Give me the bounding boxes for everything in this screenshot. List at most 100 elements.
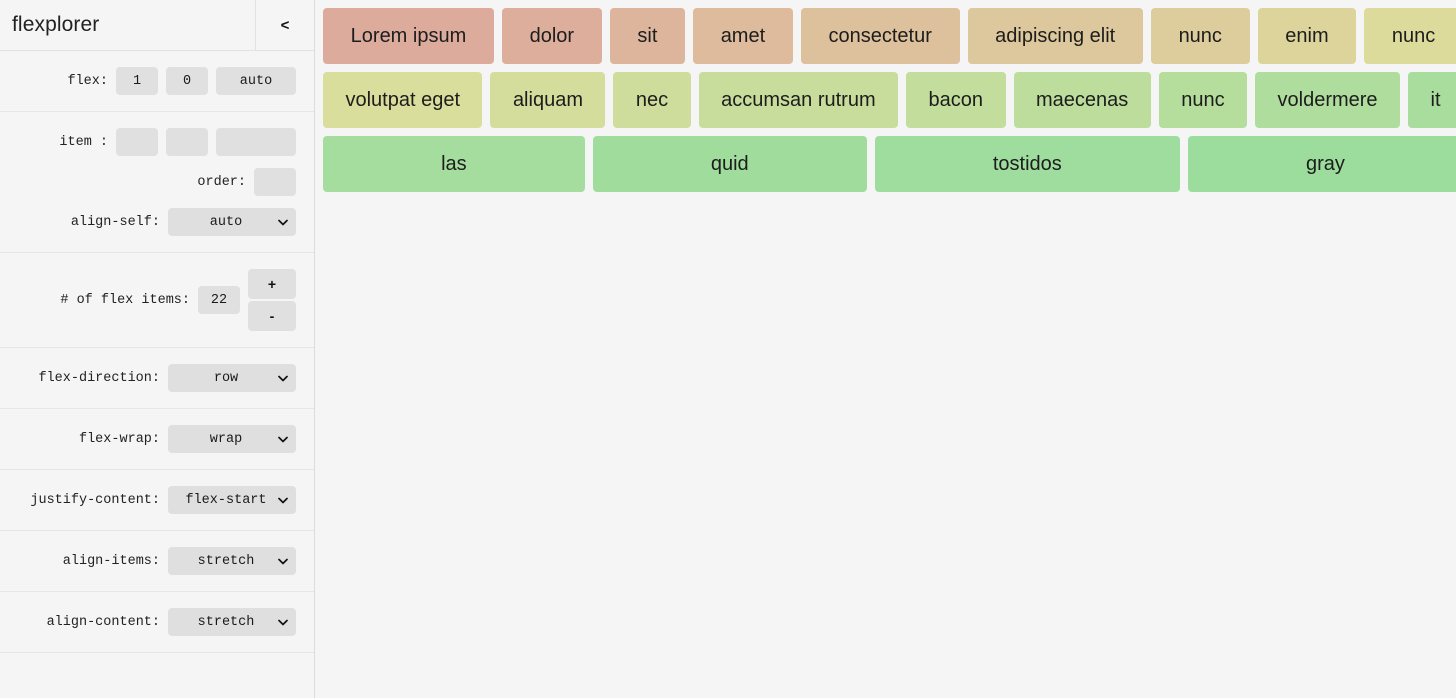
item-count-section: # of flex items: + -	[0, 253, 314, 348]
justify-content-select-wrap: flex-startflex-endcenterspace-betweenspa…	[168, 486, 296, 514]
flex-item[interactable]: amet	[693, 8, 793, 64]
flex-wrap-section: flex-wrap: nowrapwrapwrap-reverse	[0, 409, 314, 470]
flex-item-label: nec	[635, 88, 669, 111]
flex-item[interactable]: nunc	[1158, 72, 1248, 128]
flex-item-label: nunc	[1181, 88, 1225, 111]
align-content-label: align-content:	[46, 614, 160, 630]
align-content-section: align-content: stretchflex-startflex-end…	[0, 592, 314, 653]
chevron-left-icon[interactable]: <	[255, 0, 314, 50]
flex-basis-input[interactable]	[216, 67, 296, 95]
flex-item[interactable]: dolor	[501, 8, 602, 64]
flex-item[interactable]: nunc	[1364, 8, 1456, 64]
flex-item[interactable]: quid	[592, 136, 867, 192]
flex-item[interactable]: adipiscing elit	[967, 8, 1143, 64]
align-self-select-wrap: autoflex-startflex-endcenterbaselinestre…	[168, 208, 296, 236]
item-section: item : order: align-self: autoflex-start…	[0, 112, 314, 253]
item-row: item :	[0, 122, 314, 162]
flex-item[interactable]: voldermere	[1255, 72, 1401, 128]
flex-item-label: volutpat eget	[345, 88, 460, 111]
flex-item-label: dolor	[529, 24, 575, 47]
justify-content-row: justify-content: flex-startflex-endcente…	[0, 480, 314, 520]
align-self-row: align-self: autoflex-startflex-endcenter…	[0, 202, 314, 242]
flex-item[interactable]: bacon	[906, 72, 1006, 128]
item-count-stepper: + -	[248, 269, 296, 331]
increment-button[interactable]: +	[248, 269, 296, 299]
flex-item-label: las	[441, 152, 467, 175]
flex-wrap-select-wrap: nowrapwrapwrap-reverse	[168, 425, 296, 453]
item-count-label: # of flex items:	[60, 292, 190, 308]
flex-item-label: adipiscing elit	[995, 24, 1116, 47]
app-title: flexplorer	[12, 13, 100, 36]
flex-item-label: sit	[637, 24, 658, 47]
item-count-row: # of flex items: + -	[0, 263, 314, 337]
item-grow-input[interactable]	[116, 128, 158, 156]
flex-label: flex:	[67, 73, 108, 89]
flex-row: flex:	[0, 61, 314, 101]
flex-direction-section: flex-direction: rowrow-reversecolumncolu…	[0, 348, 314, 409]
flex-item-label: amet	[720, 24, 766, 47]
flex-item[interactable]: tostidos	[874, 136, 1180, 192]
justify-content-select[interactable]: flex-startflex-endcenterspace-betweenspa…	[168, 486, 296, 514]
flex-item[interactable]: it	[1408, 72, 1456, 128]
align-content-select[interactable]: stretchflex-startflex-endcenterspace-bet…	[168, 608, 296, 636]
flex-item-label: maecenas	[1035, 88, 1129, 111]
justify-content-label: justify-content:	[30, 492, 160, 508]
control-sidebar: flexplorer < flex: item : order:	[0, 0, 315, 698]
flex-item-label: nunc	[1178, 24, 1222, 47]
flex-wrap-row: flex-wrap: nowrapwrapwrap-reverse	[0, 419, 314, 459]
item-shrink-input[interactable]	[166, 128, 208, 156]
flex-shrink-input[interactable]	[166, 67, 208, 95]
flex-item[interactable]: Lorem ipsum	[323, 8, 494, 64]
flex-wrap-label: flex-wrap:	[78, 431, 160, 447]
flex-shorthand-section: flex:	[0, 51, 314, 112]
order-label: order:	[197, 174, 246, 190]
item-count-input[interactable]	[198, 286, 240, 314]
flex-direction-select[interactable]: rowrow-reversecolumncolumn-reverse	[168, 364, 296, 392]
flex-container: Lorem ipsum dolor sit amet consectetur adipis…	[323, 8, 1456, 192]
sidebar-header: flexplorer <	[0, 0, 314, 51]
decrement-button[interactable]: -	[248, 301, 296, 331]
align-items-select-wrap: stretchflex-startflex-endcenterbaseline	[168, 547, 296, 575]
order-input[interactable]	[254, 168, 296, 196]
flex-item[interactable]: enim	[1257, 8, 1357, 64]
align-items-section: align-items: stretchflex-startflex-endce…	[0, 531, 314, 592]
flex-wrap-select[interactable]: nowrapwrapwrap-reverse	[168, 425, 296, 453]
justify-content-section: justify-content: flex-startflex-endcente…	[0, 470, 314, 531]
flex-direction-row: flex-direction: rowrow-reversecolumncolu…	[0, 358, 314, 398]
align-content-select-wrap: stretchflex-startflex-endcenterspace-bet…	[168, 608, 296, 636]
flex-item-label: accumsan rutrum	[721, 88, 876, 111]
flex-grow-input[interactable]	[116, 67, 158, 95]
flex-direction-label: flex-direction:	[38, 370, 160, 386]
flex-item[interactable]: gray	[1187, 136, 1456, 192]
flex-item-label: aliquam	[512, 88, 583, 111]
flex-item[interactable]: nunc	[1150, 8, 1250, 64]
flex-item-label: nunc	[1391, 24, 1436, 47]
flex-item[interactable]: aliquam	[490, 72, 606, 128]
flex-item[interactable]: consectetur	[800, 8, 960, 64]
flex-item-label: consectetur	[828, 24, 932, 47]
align-items-row: align-items: stretchflex-startflex-endce…	[0, 541, 314, 581]
item-label: item :	[59, 134, 108, 150]
flex-item-label: enim	[1285, 24, 1329, 47]
align-self-label: align-self:	[70, 214, 160, 230]
flex-direction-select-wrap: rowrow-reversecolumncolumn-reverse	[168, 364, 296, 392]
flex-item[interactable]: accumsan rutrum	[698, 72, 899, 128]
flex-item-label: voldermere	[1277, 88, 1378, 111]
align-content-row: align-content: stretchflex-startflex-end…	[0, 602, 314, 642]
flex-item-label: it	[1430, 88, 1441, 111]
flex-item-label: quid	[710, 152, 749, 175]
flex-item-label: tostidos	[992, 152, 1062, 175]
flex-item[interactable]: sit	[609, 8, 686, 64]
flex-item[interactable]: nec	[613, 72, 691, 128]
align-items-select[interactable]: stretchflex-startflex-endcenterbaseline	[168, 547, 296, 575]
flex-canvas: Lorem ipsum dolor sit amet consectetur adipis…	[315, 0, 1456, 698]
align-self-select[interactable]: autoflex-startflex-endcenterbaselinestre…	[168, 208, 296, 236]
flex-item-label: gray	[1305, 152, 1345, 175]
flex-item-label: Lorem ipsum	[350, 24, 467, 47]
flex-item[interactable]: maecenas	[1013, 72, 1151, 128]
order-row: order:	[0, 162, 314, 202]
flex-item[interactable]: las	[323, 136, 585, 192]
item-basis-input[interactable]	[216, 128, 296, 156]
flex-item[interactable]: volutpat eget	[323, 72, 483, 128]
